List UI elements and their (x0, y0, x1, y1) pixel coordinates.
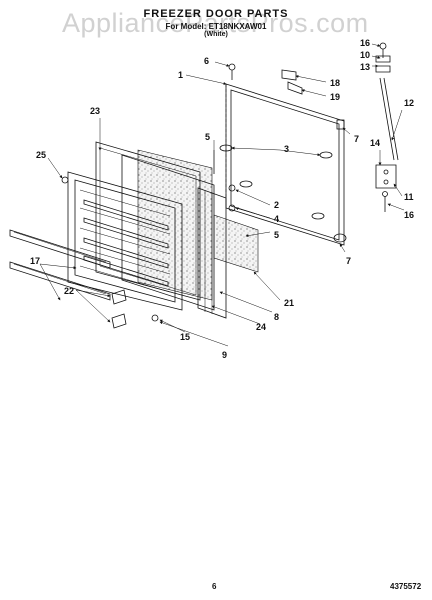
callout-2: 2 (274, 200, 279, 210)
color-line: (White) (204, 31, 228, 38)
document-number: 4375572 (390, 582, 422, 591)
door-frame (225, 83, 345, 246)
door-outer-panel (121, 154, 227, 319)
leader-lines (39, 43, 405, 347)
callout-1: 1 (178, 70, 183, 80)
callout-11: 11 (404, 192, 414, 202)
callout-21: 21 (284, 298, 294, 308)
callout-7-upper: 7 (354, 134, 359, 144)
callout-24: 24 (256, 322, 266, 332)
hinge-assembly (375, 55, 399, 189)
callout-9: 9 (222, 350, 227, 360)
callout-12: 12 (404, 98, 414, 108)
callout-7-lower: 7 (346, 256, 351, 266)
callout-5-lower: 5 (274, 230, 279, 240)
door-gasket (95, 141, 201, 301)
callout-22: 22 (64, 286, 74, 296)
hinge-bushings (219, 119, 347, 243)
callout-4: 4 (274, 214, 279, 224)
callout-16-upper: 16 (360, 38, 370, 48)
callout-17: 17 (30, 256, 40, 266)
callout-19: 19 (330, 92, 340, 102)
callout-25: 25 (36, 150, 46, 160)
callout-15: 15 (180, 332, 190, 342)
callout-8: 8 (274, 312, 279, 322)
callout-18: 18 (330, 78, 340, 88)
door-liner (67, 171, 183, 311)
bracket-18 (281, 69, 303, 95)
watermark: AppliancePartsPros.com (62, 8, 369, 38)
callout-10: 10 (360, 50, 370, 60)
callout-14: 14 (370, 138, 380, 148)
callout-3: 3 (284, 144, 289, 154)
diagram-title: FREEZER DOOR PARTS (143, 8, 289, 20)
callout-6: 6 (204, 56, 209, 66)
callout-5-upper: 5 (205, 132, 210, 142)
shelf-rails (9, 229, 127, 329)
callout-13: 13 (360, 62, 370, 72)
page-number: 6 (212, 582, 217, 591)
callout-23: 23 (90, 106, 100, 116)
callout-16-lower: 16 (404, 210, 414, 220)
model-line: For Model: ET18NKXAW01 (165, 22, 267, 31)
